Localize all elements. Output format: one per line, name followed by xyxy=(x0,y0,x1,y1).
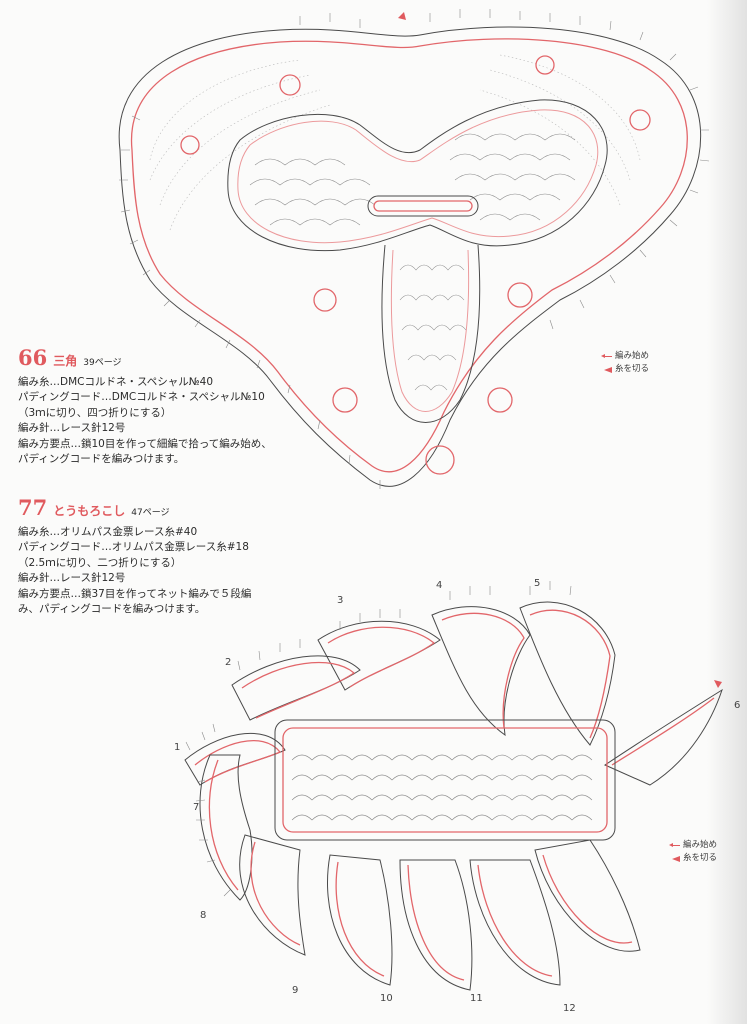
pattern-66-line-2: パディングコード…DMCコルドネ・スペシャル№10 xyxy=(18,391,265,403)
pattern-66-line-6: パディングコードを編みつけます。 xyxy=(18,453,185,465)
pattern-66-line-4: 編み針…レース針12号 xyxy=(18,422,126,434)
pattern-66-line-5: 編み方要点…鎖10目を作って細編で拾って編み始め、 xyxy=(18,437,272,450)
legend-77-start: 編み始め xyxy=(683,840,718,850)
pattern-77-name: とうもろこし xyxy=(53,504,126,518)
pattern-66-line-3: （3ｍに切り、四つ折りにする） xyxy=(18,406,172,419)
cut-arrow-icon xyxy=(604,366,612,373)
crochet-chart-66 xyxy=(118,9,710,489)
petal-label-8: 8 xyxy=(200,910,207,921)
legend-77-cut: 糸を切る xyxy=(683,853,718,863)
pattern-66-page: 39ページ xyxy=(83,358,122,368)
legend-66-start: 編み始め xyxy=(615,351,650,361)
legend-66-cut: 糸を切る xyxy=(615,364,650,374)
petal-label-9: 9 xyxy=(292,985,299,996)
start-arrow-icon xyxy=(669,843,680,847)
pattern-77-page: 47ページ xyxy=(131,508,170,518)
petal-label-7: 7 xyxy=(193,802,200,813)
pattern-66-number: 66 xyxy=(18,345,48,370)
petal-label-2: 2 xyxy=(225,657,232,668)
start-arrow-icon xyxy=(601,354,612,358)
petal-label-12: 12 xyxy=(563,1003,576,1014)
pattern-66-info: 66 三角 39ページ 編み糸…DMCコルドネ・スペシャル№40 パディングコー… xyxy=(18,345,272,468)
pattern-77-line-1: 編み糸…オリムパス金票レース糸#40 xyxy=(18,525,198,538)
petal-label-11: 11 xyxy=(470,993,483,1004)
legend-66: 編み始め 糸を切る xyxy=(601,350,650,376)
petal-label-6: 6 xyxy=(734,700,741,711)
petal-label-1: 1 xyxy=(174,742,181,753)
petal-label-4: 4 xyxy=(436,580,443,591)
legend-77: 編み始め 糸を切る xyxy=(669,839,718,865)
pattern-77-line-3: （2.5ｍに切り、二つ折りにする） xyxy=(18,556,182,569)
crochet-chart-77 xyxy=(184,581,723,991)
pattern-77-line-2: パディングコード…オリムパス金票レース糸#18 xyxy=(18,541,249,553)
page-edge-shadow xyxy=(707,0,747,1024)
cut-arrow-icon xyxy=(672,855,680,862)
pattern-66-name: 三角 xyxy=(53,354,78,368)
pattern-77-line-4: 編み針…レース針12号 xyxy=(18,572,126,584)
pattern-66-line-1: 編み糸…DMCコルドネ・スペシャル№40 xyxy=(18,375,214,388)
pattern-77-line-6: み、パディングコードを編みつけます。 xyxy=(18,603,206,615)
pattern-77-number: 77 xyxy=(18,495,48,520)
petal-label-10: 10 xyxy=(380,993,393,1004)
pattern-77-info: 77 とうもろこし 47ページ 編み糸…オリムパス金票レース糸#40 パディング… xyxy=(18,495,252,618)
petal-label-5: 5 xyxy=(534,578,541,589)
petal-label-3: 3 xyxy=(337,595,344,606)
pattern-77-line-5: 編み方要点…鎖37目を作ってネット編みで５段編 xyxy=(18,587,252,600)
